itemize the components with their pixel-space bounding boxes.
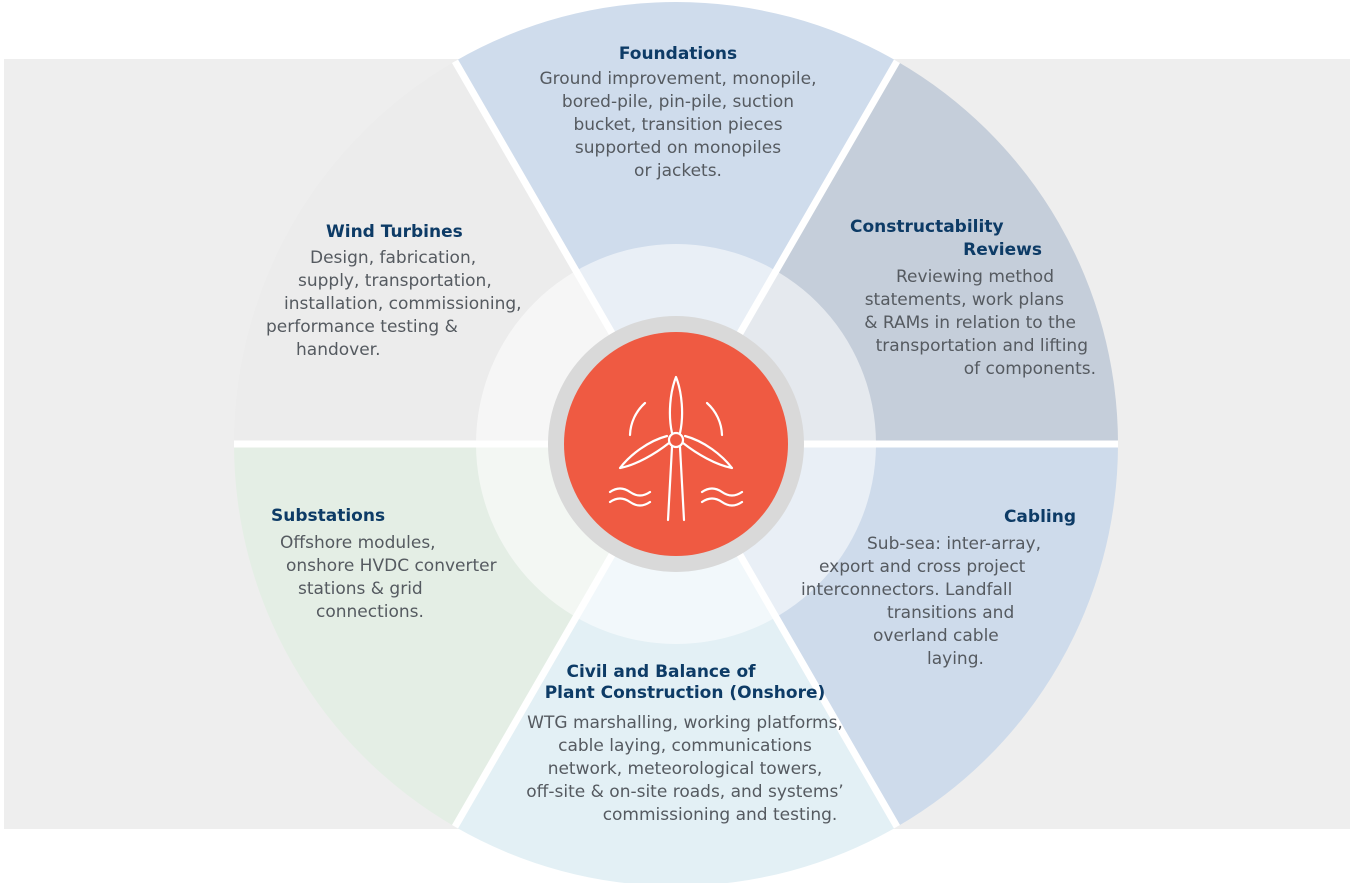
constructability-title-line-1: Constructability <box>850 217 1004 237</box>
foundations-line: bored-pile, pin-pile, suction <box>561 92 795 112</box>
foundations-title: Foundations <box>618 44 738 64</box>
cabling-line: export and cross project <box>819 557 1026 577</box>
cabling-line: Sub-sea: inter-array, <box>867 534 1041 554</box>
foundations-line: bucket, transition pieces <box>573 115 783 135</box>
civil-title: Civil and Balance of Plant Construction … <box>455 662 915 704</box>
constructability-line: transportation and lifting <box>875 336 1088 356</box>
civil-line: cable laying, communications <box>558 736 812 756</box>
constructability-description: Reviewing method statements, work plans … <box>760 266 1096 381</box>
constructability-title-line-2: Reviews <box>963 240 1042 260</box>
civil-line: off-site & on-site roads, and systems’ <box>526 782 844 802</box>
cabling-line: overland cable <box>873 626 999 646</box>
civil-description: WTG marshalling, working platforms, cabl… <box>455 712 915 827</box>
wind-turbines-line: performance testing & <box>266 317 458 337</box>
cabling-description: Sub-sea: inter-array, export and cross p… <box>795 533 1095 671</box>
wind-turbines-line: handover. <box>296 340 381 360</box>
substations-line: Offshore modules, <box>280 533 436 553</box>
civil-line: network, meteorological towers, <box>547 759 823 779</box>
wind-turbine-icon <box>608 375 744 522</box>
foundations-line: or jackets. <box>634 161 722 181</box>
substations-line: connections. <box>316 602 424 622</box>
foundations-line: Ground improvement, monopile, <box>539 69 817 89</box>
civil-title-line: Plant Construction (Onshore) <box>544 683 826 703</box>
cabling-line: laying. <box>927 649 984 669</box>
wind-turbines-line: supply, transportation, <box>298 271 492 291</box>
cabling-title: Cabling <box>1003 507 1076 527</box>
foundations-description: Ground improvement, monopile, bored-pile… <box>480 68 876 183</box>
substations-description: Offshore modules, onshore HVDC converter… <box>272 532 572 624</box>
substations-line: onshore HVDC converter <box>286 556 497 576</box>
constructability-line: Reviewing method <box>896 267 1054 287</box>
civil-line: WTG marshalling, working platforms, <box>527 713 843 733</box>
wind-turbines-description: Design, fabrication, supply, transportat… <box>262 247 582 362</box>
civil-line: commissioning and testing. <box>602 805 838 825</box>
center-circle <box>564 332 788 556</box>
cabling-line: transitions and <box>887 603 1015 623</box>
cabling-line: interconnectors. Landfall <box>801 580 1013 600</box>
foundations-line: supported on monopiles <box>574 138 782 158</box>
constructability-line: statements, work plans <box>864 290 1064 310</box>
wind-turbines-title: Wind Turbines <box>326 222 463 242</box>
segment-civil <box>455 444 897 883</box>
constructability-line: of components. <box>963 359 1096 379</box>
constructability-line: & RAMs in relation to the <box>864 313 1076 333</box>
civil-title-line: Civil and Balance of <box>566 662 756 682</box>
wind-turbines-line: Design, fabrication, <box>310 248 477 268</box>
substations-line: stations & grid <box>298 579 423 599</box>
wind-turbines-line: installation, commissioning, <box>284 294 522 314</box>
segment-foundations <box>455 1 897 445</box>
substations-title: Substations <box>271 506 386 526</box>
